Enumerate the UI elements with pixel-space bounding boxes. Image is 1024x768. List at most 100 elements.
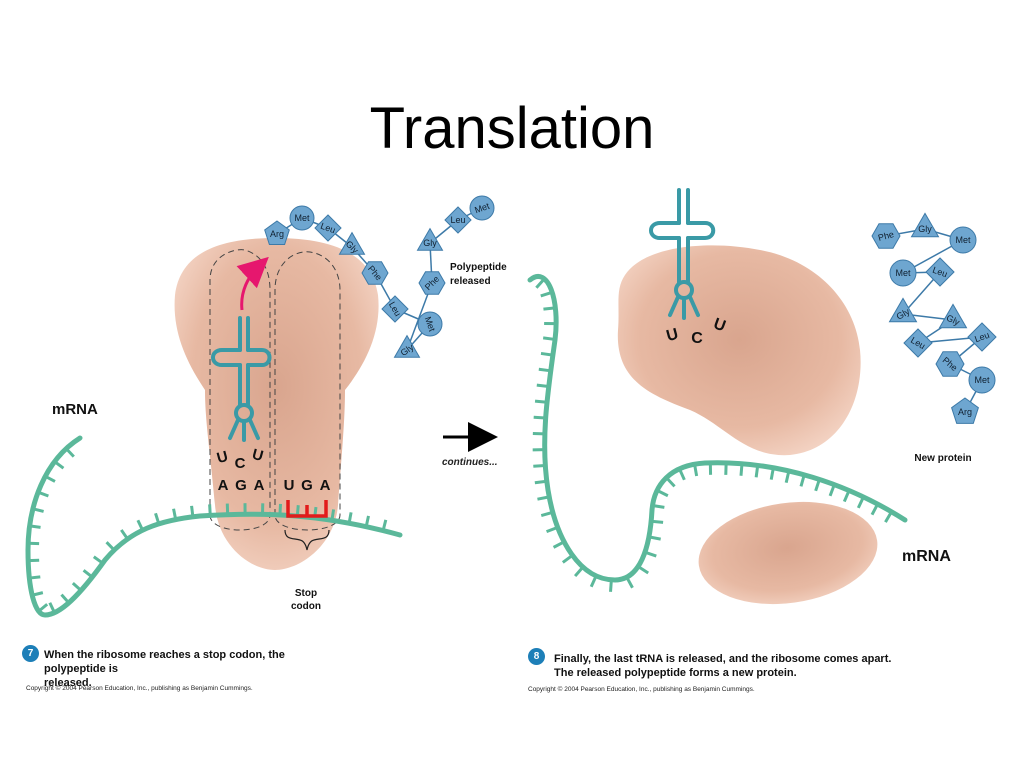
mrna-base-tick — [364, 515, 370, 527]
amino-acid-label: Arg — [270, 229, 284, 239]
mrna-base-tick — [190, 505, 195, 517]
mrna-base-tick — [44, 474, 56, 483]
stop-codon-label-1: Stop — [295, 588, 317, 599]
slide-title: Translation — [369, 96, 655, 161]
amino-acid-met — [289, 205, 315, 231]
mrna-strand-left — [25, 435, 403, 618]
amino-acid-label: Leu — [319, 221, 337, 236]
mrna-base-tick — [381, 519, 388, 531]
amino-acid-gly — [393, 334, 421, 358]
mrna-base-tick — [105, 541, 116, 552]
amino-acid-met — [968, 366, 996, 394]
stop-codon-base: U — [284, 477, 295, 494]
amino-acid-label: Met — [955, 235, 971, 245]
mrna-base-tick — [754, 465, 760, 478]
anticodon-base: U — [215, 448, 230, 467]
mrna-base-tick — [37, 490, 49, 498]
amino-acid-arg — [264, 220, 290, 245]
amino-acid-label: Gly — [423, 238, 437, 248]
codon-base: A — [218, 477, 229, 494]
anticodon-base: C — [235, 455, 246, 472]
step-number-7: 7 — [22, 645, 39, 662]
amino-acid-gly — [338, 231, 366, 255]
mrna-base-tick — [552, 540, 565, 549]
amino-acid-gly — [416, 227, 444, 251]
mrna-base-tick — [856, 496, 865, 509]
mrna-base-tick — [533, 415, 546, 420]
amino-acid-label: Met — [423, 315, 438, 333]
mrna-base-tick — [609, 579, 613, 592]
mrna-base-tick — [32, 507, 44, 513]
mrna-base-tick — [120, 529, 129, 540]
mrna-base-tick — [842, 489, 851, 503]
ribosome-site-a — [274, 251, 341, 531]
mrna-base-tick — [651, 519, 664, 524]
mrna-base-tick — [784, 470, 791, 484]
amino-acid-phe — [361, 261, 389, 285]
mrna-base-tick — [278, 503, 283, 516]
codon-base: A — [254, 477, 265, 494]
release-arrow — [236, 256, 269, 311]
mrna-label-left: mRNA — [52, 401, 98, 418]
mrna-base-tick — [693, 463, 699, 477]
amino-acid-met — [949, 226, 977, 254]
amino-acid-leu — [314, 214, 342, 242]
amino-acid-label: Phe — [877, 229, 895, 243]
mrna-base-tick — [540, 510, 554, 517]
ribosome-left — [174, 238, 379, 570]
mrna-base-tick — [546, 525, 559, 534]
copyright-left: Copyright © 2004 Pearson Education, Inc.… — [26, 685, 253, 692]
mrna-base-tick — [540, 351, 554, 357]
mrna-base-tick — [136, 519, 144, 531]
ribosome-large-subunit — [617, 245, 861, 456]
mrna-base-tick — [48, 602, 56, 614]
mrna-base-tick — [534, 479, 547, 485]
mrna-base-tick — [678, 468, 686, 481]
mrna-base-tick — [828, 484, 836, 497]
caption-step-7: When the ribosome reaches a stop codon, … — [44, 648, 344, 690]
mrna-base-tick — [652, 503, 665, 509]
stop-codon-base: A — [320, 477, 331, 494]
mrna-base-tick — [71, 582, 83, 592]
stop-codon-brace — [284, 529, 330, 551]
polypeptide-label-2: released — [450, 276, 491, 287]
mrna-base-tick — [82, 569, 94, 579]
amino-acid-phe — [935, 351, 965, 377]
trna-left — [211, 316, 272, 442]
amino-acid-label: Leu — [450, 215, 465, 225]
mrna-base-tick — [542, 336, 556, 341]
mrna-base-tick — [534, 399, 548, 404]
mrna-strand-right — [527, 274, 908, 583]
anticodon-base: U — [711, 315, 728, 335]
mrna-base-tick — [65, 447, 75, 458]
mrna-base-tick — [648, 535, 661, 541]
caption-line: The released polypeptide forms a new pro… — [554, 667, 797, 679]
new-protein-label: New protein — [914, 453, 971, 464]
mrna-base-tick — [533, 463, 546, 468]
amino-acid-gly — [938, 303, 968, 329]
mrna-base-tick — [53, 460, 65, 470]
mrna-base-tick — [172, 508, 178, 520]
caption-line: released. — [44, 677, 92, 689]
mrna-label-right: mRNA — [902, 548, 951, 565]
amino-acid-label: Met — [974, 375, 990, 385]
mrna-base-tick — [665, 476, 676, 488]
trna-right — [649, 188, 716, 320]
mrna-base-tick — [537, 495, 550, 501]
stop-codon-label-2: codon — [291, 601, 321, 612]
mrna-base-tick — [330, 509, 336, 521]
caption-line: When the ribosome reaches a stop codon, … — [44, 649, 285, 675]
mrna-base-tick — [573, 566, 585, 578]
amino-acid-label: Leu — [973, 330, 991, 345]
mrna-base-tick — [29, 575, 41, 580]
ribosome-small-subunit — [698, 501, 878, 605]
mrna-base-tick — [154, 512, 161, 525]
mrna-base-tick — [870, 503, 879, 516]
stop-codon-marker — [286, 500, 328, 518]
mrna-bases-left — [28, 447, 388, 614]
polypeptide-label-1: Polypeptide — [450, 262, 507, 273]
mrna-base-tick — [536, 383, 549, 388]
amino-acid-gly — [910, 212, 940, 238]
